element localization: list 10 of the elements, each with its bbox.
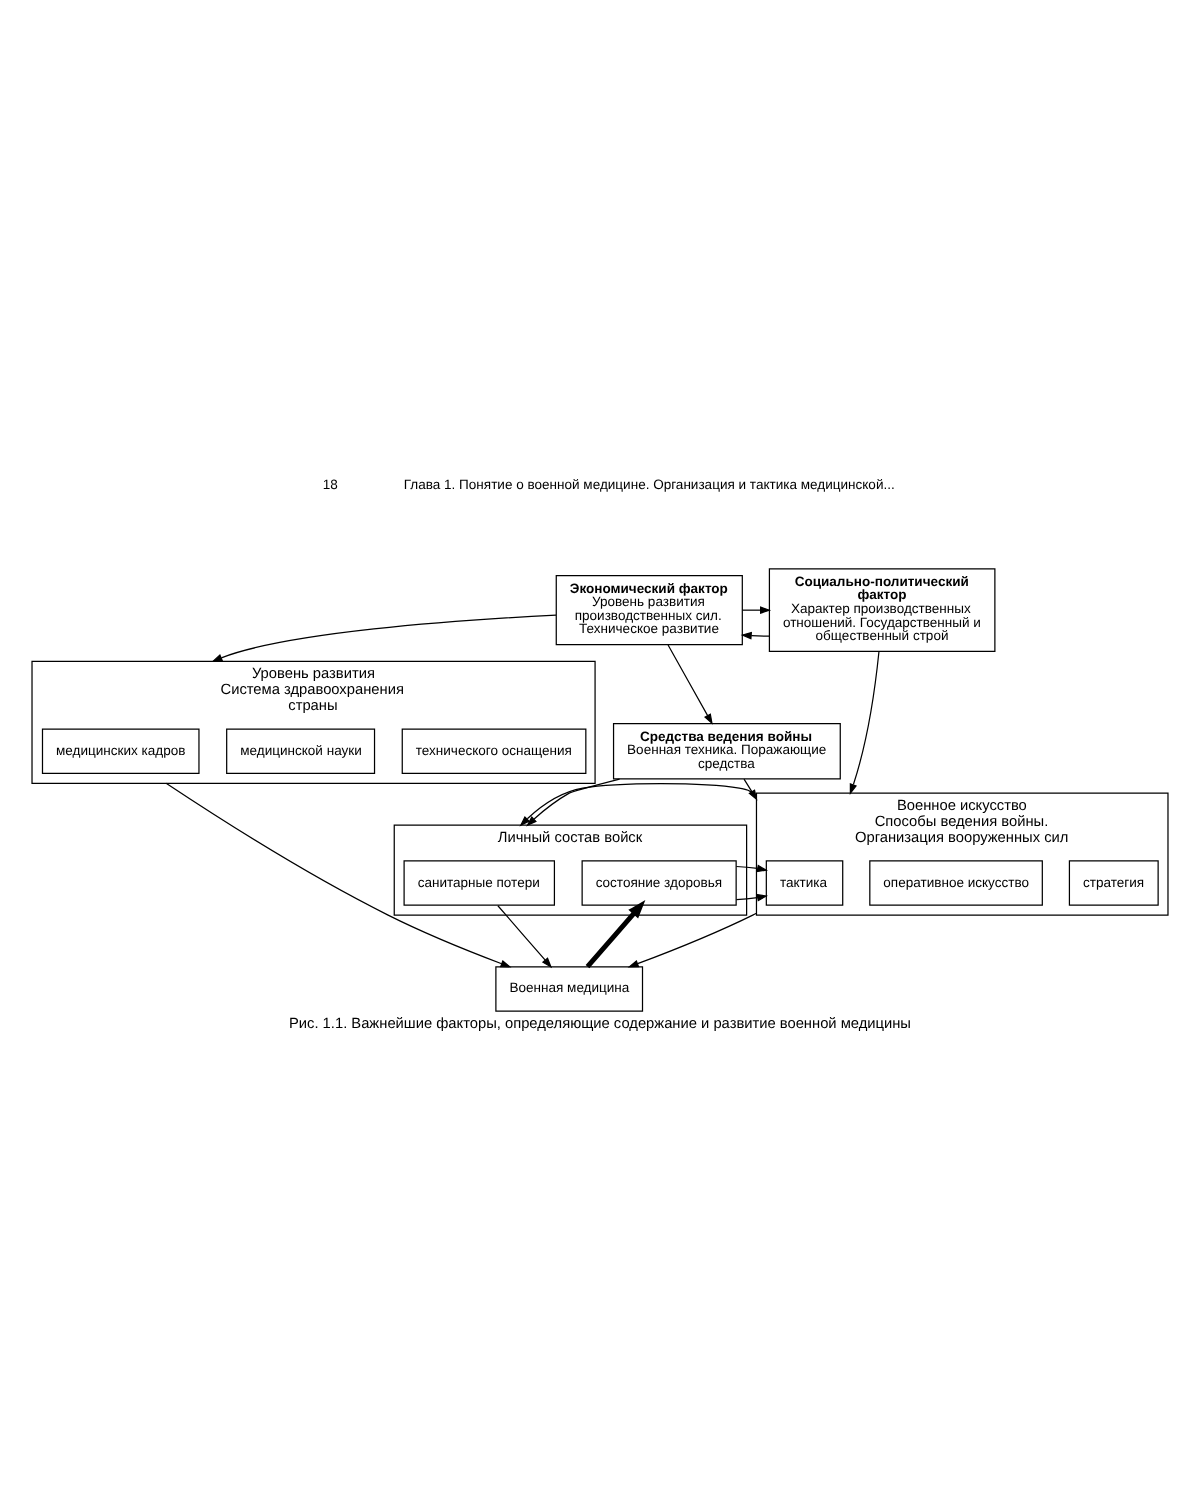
arrow [211, 614, 557, 662]
arrow [627, 912, 758, 968]
arrow [667, 644, 713, 725]
arrow [526, 778, 621, 827]
arrow [849, 650, 880, 795]
arrow [740, 631, 770, 640]
arrow [735, 864, 768, 902]
arrow [165, 782, 512, 968]
arrow [497, 905, 553, 969]
arrow [585, 900, 646, 969]
